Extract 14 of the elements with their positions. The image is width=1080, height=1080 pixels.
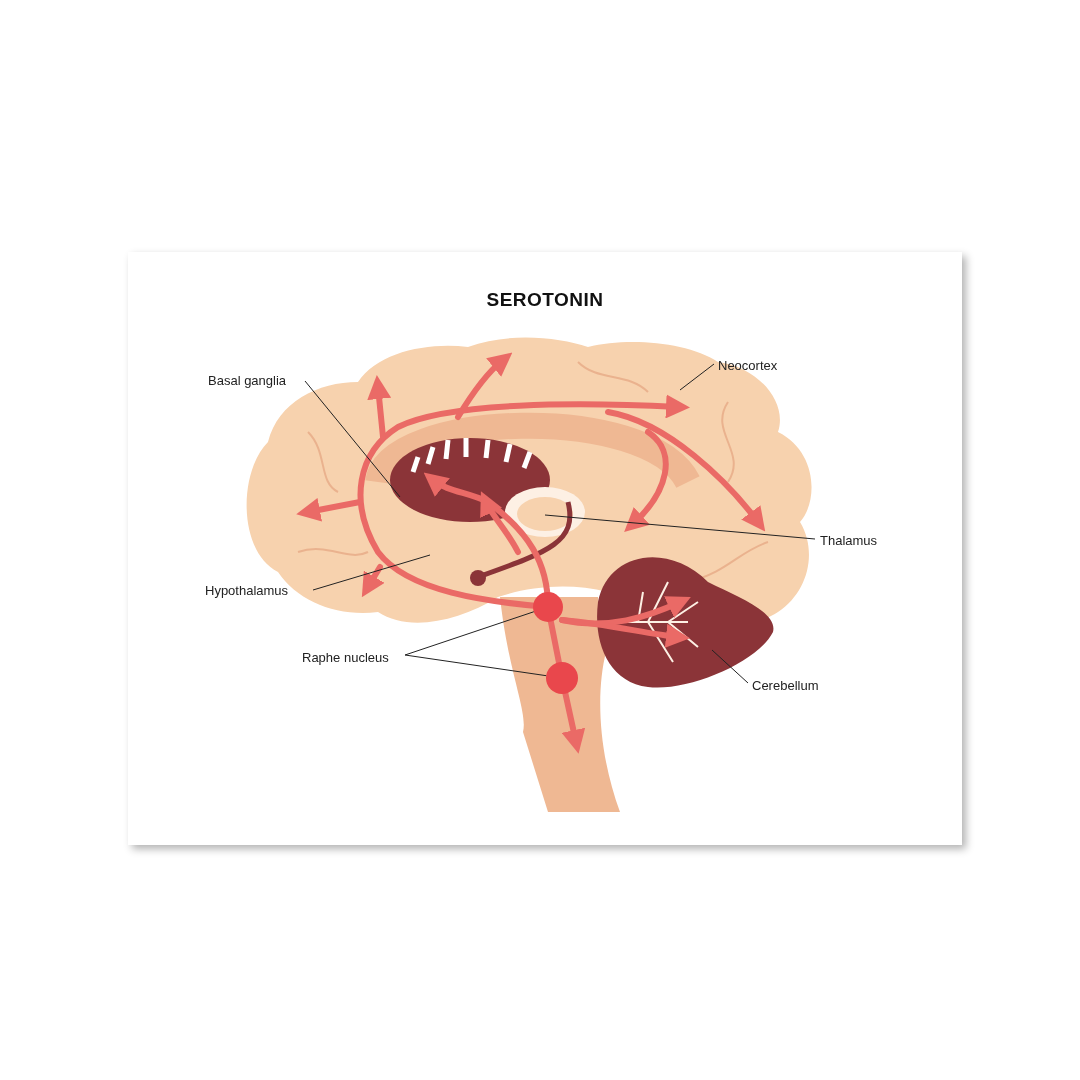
part-label: Thalamus [820,532,878,550]
part-label: Neocortex [718,357,778,375]
part-label: Raphe nucleus [302,649,389,667]
leader-line [404,654,547,677]
leader-line [312,554,431,591]
title: SEROTONIN [485,288,605,312]
part-label: Hypothalamus [205,582,289,600]
raphe-nucleus-circle [533,592,563,622]
part-label: Cerebellum [752,677,819,695]
raphe-nucleus-circle [546,662,578,694]
leader-line [679,363,715,391]
leader-line [711,649,749,684]
part-label: Basal ganglia [208,372,287,390]
leader-line [404,611,535,656]
